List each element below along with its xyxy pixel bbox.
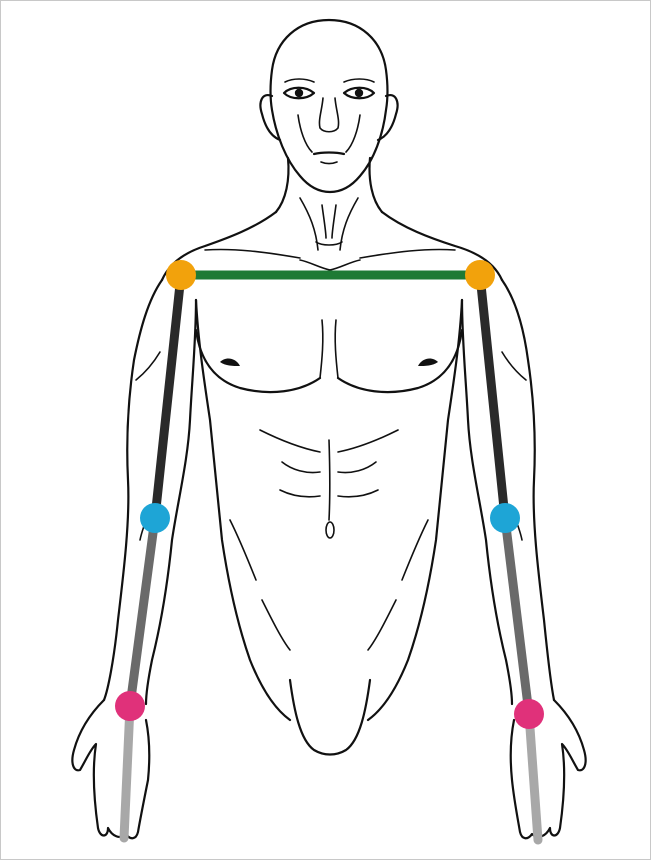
left-pectoral	[196, 330, 320, 392]
left-forearm-segment	[130, 518, 155, 706]
neck-right	[370, 158, 383, 212]
right-wrist-joint	[514, 699, 544, 729]
torso-left	[196, 300, 290, 720]
left-arm-outer	[104, 280, 162, 700]
left-hand	[72, 700, 149, 838]
right-shoulder-joint	[465, 260, 495, 290]
right-arm-outer	[502, 280, 554, 700]
right-nipple	[418, 359, 438, 366]
right-upper-arm-segment	[480, 275, 505, 518]
navel	[326, 522, 334, 538]
left-hand-segment	[124, 706, 130, 838]
pelvis	[290, 680, 370, 755]
left-upper-arm-segment	[155, 275, 181, 518]
left-nipple	[220, 359, 240, 366]
skeleton-overlay	[115, 260, 544, 840]
torso-right	[368, 300, 462, 720]
left-elbow-joint	[140, 503, 170, 533]
right-elbow-joint	[490, 503, 520, 533]
body-figure	[72, 20, 585, 838]
right-eye	[344, 88, 374, 99]
left-eye	[284, 88, 314, 99]
right-forearm-segment	[505, 518, 529, 714]
mouth	[314, 153, 344, 155]
right-pectoral	[338, 330, 462, 392]
left-shoulder-joint	[166, 260, 196, 290]
right-hand-segment	[529, 714, 538, 840]
neck-left	[276, 158, 289, 212]
nose	[319, 98, 338, 132]
left-wrist-joint	[115, 691, 145, 721]
